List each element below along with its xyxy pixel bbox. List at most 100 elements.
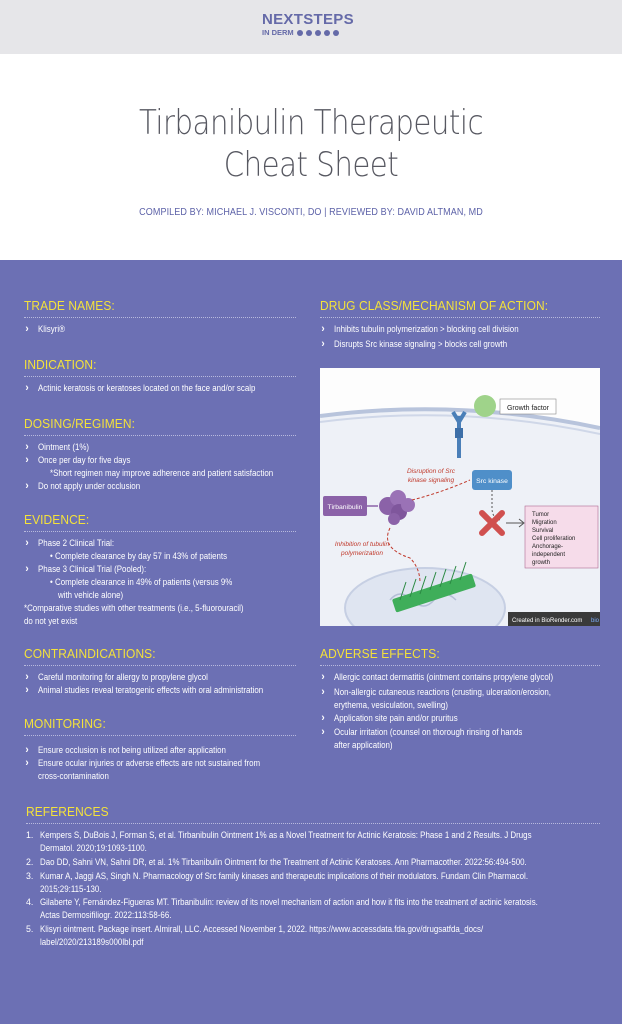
- cell-membrane: [320, 407, 600, 430]
- adverse-divider: [320, 665, 600, 666]
- evidence-item: Phase 2 Clinical Trial:: [25, 537, 114, 550]
- adverse-item: Ocular irritation (counsel on thorough r…: [321, 726, 522, 739]
- nextsteps-logo[interactable]: NEXTSTEPS IN DERM: [262, 12, 362, 44]
- evidence-subitem: • Complete clearance in 49% of patients …: [50, 577, 233, 587]
- effect-arrowhead: [518, 518, 525, 528]
- drug-class-heading: DRUG CLASS/MECHANISM OF ACTION:: [320, 298, 549, 313]
- adverse-item: Non-allergic cutaneous reactions (crusti…: [321, 686, 551, 699]
- disruption-label-2: kinase signaling: [408, 477, 455, 484]
- adverse-item-cont: after application): [334, 740, 393, 750]
- trade-names-divider: [24, 317, 296, 318]
- inhibition-label-1: Inhibition of tubulin: [335, 541, 390, 548]
- tubulin-inhibition-path: [387, 527, 421, 584]
- monitoring-divider: [24, 735, 296, 736]
- evidence-divider: [24, 531, 296, 532]
- mechanism-figure: Growth factor Src kinase Disruption of S…: [320, 368, 600, 626]
- credit-bar: [508, 612, 600, 626]
- dosing-divider: [24, 435, 296, 436]
- effect-item: Anchorage-: [532, 544, 563, 550]
- header: Tirbanibulin Therapeutic Cheat Sheet COM…: [0, 54, 622, 260]
- contraindications-divider: [24, 665, 296, 666]
- block-x-icon: [479, 510, 505, 536]
- evidence-subitem-cont: with vehicle alone): [58, 590, 124, 600]
- tirbanibulin-box: [323, 496, 367, 516]
- trade-names-heading: TRADE NAMES:: [24, 298, 115, 313]
- effect-item: growth: [532, 560, 550, 566]
- ref-number: 1.: [26, 830, 34, 840]
- page-title: Tirbanibulin Therapeutic Cheat Sheet: [44, 102, 579, 186]
- inhibition-label-2: polymerization: [340, 550, 383, 557]
- ref-number: 4.: [26, 897, 34, 907]
- receptor-icon: [451, 410, 467, 458]
- title-line-1: Tirbanibulin Therapeutic: [138, 103, 484, 143]
- logo-sub-text: IN DERM: [262, 28, 294, 37]
- effects-box: [524, 505, 599, 569]
- reference-item: Gilaberte Y, Fernández-Figueras MT. Tirb…: [40, 897, 538, 907]
- indication-heading: INDICATION:: [24, 357, 97, 372]
- credit-tag: bio: [591, 618, 600, 624]
- evidence-heading: EVIDENCE:: [24, 512, 90, 527]
- ref-number: 2.: [26, 857, 34, 867]
- logo-brand: NEXTSTEPS: [262, 11, 354, 28]
- contraindication-item: Animal studies reveal teratogenic effect…: [25, 684, 263, 697]
- evidence-subitem: • Complete clearance by day 57 in 43% of…: [50, 551, 228, 561]
- src-kinase-label: Src kinase: [476, 478, 508, 485]
- references-heading: REFERENCES: [26, 804, 109, 819]
- indication-divider: [24, 376, 296, 377]
- adverse-item: Allergic contact dermatitis (ointment co…: [321, 671, 553, 684]
- effect-item: Migration: [532, 520, 557, 526]
- top-banner: NEXTSTEPS IN DERM: [0, 0, 622, 54]
- drug-class-item: Inhibits tubulin polymerization > blocki…: [321, 323, 518, 336]
- evidence-note-cont: do not yet exist: [24, 616, 78, 626]
- effect-item: Tumor: [532, 512, 549, 518]
- src-kinase-box: [472, 470, 512, 490]
- disruption-label-1: Disruption of Src: [407, 468, 456, 475]
- monitoring-item: Ensure ocular injuries or adverse effect…: [25, 757, 260, 770]
- evidence-note: *Comparative studies with other treatmen…: [24, 603, 244, 613]
- reference-item-cont: 2015;29:115-130.: [40, 884, 102, 894]
- growth-factor-icon: [474, 395, 496, 417]
- contraindication-item: Careful monitoring for allergy to propyl…: [25, 671, 207, 684]
- reference-link[interactable]: Klisyri ointment. Package insert. Almira…: [40, 924, 484, 934]
- effect-item: independent: [532, 552, 565, 558]
- logo-sub: IN DERM: [262, 28, 362, 38]
- dosing-item: Once per day for five days: [25, 454, 130, 467]
- adverse-item: Application site pain and/or pruritus: [321, 712, 457, 725]
- microtubule-icon: [392, 561, 476, 613]
- indication-item: Actinic keratosis or keratoses located o…: [25, 382, 255, 395]
- dosing-item: Ointment (1%): [25, 441, 89, 454]
- reference-item: Kempers S, DuBois J, Forman S, et al. Ti…: [40, 830, 532, 840]
- ref-number: 3.: [26, 871, 34, 881]
- effect-item: Cell proliferation: [532, 536, 575, 542]
- reference-item: Kumar A, Jaggi AS, Singh N. Pharmacology…: [40, 871, 529, 881]
- monitoring-item: Ensure occlusion is not being utilized a…: [25, 744, 226, 757]
- mechanism-illustration: Growth factor Src kinase Disruption of S…: [320, 395, 600, 626]
- reference-link-cont[interactable]: label/2020/213189s000lbl.pdf: [40, 937, 144, 947]
- drug-class-item: Disrupts Src kinase signaling > blocks c…: [321, 338, 507, 351]
- credits-line: COMPILED BY: MICHAEL J. VISCONTI, DO | R…: [139, 206, 483, 218]
- contraindications-heading: CONTRAINDICATIONS:: [24, 646, 156, 661]
- credit-text: Created in BioRender.com: [512, 618, 582, 624]
- tirbanibulin-label: Tirbanibulin: [328, 504, 363, 511]
- title-line-2: Cheat Sheet: [223, 145, 399, 185]
- adverse-item-cont: erythema, vesiculation, swelling): [334, 700, 448, 710]
- references-divider: [26, 823, 600, 824]
- reference-item: Dao DD, Sahni VN, Sahni DR, et al. 1% Ti…: [40, 857, 527, 867]
- growth-factor-label-box: [499, 398, 557, 415]
- trade-name-item: Klisyri®: [25, 323, 65, 336]
- ref-number: 5.: [26, 924, 34, 934]
- evidence-item: Phase 3 Clinical Trial (Pooled):: [25, 563, 146, 576]
- adverse-heading: ADVERSE EFFECTS:: [320, 646, 440, 661]
- reference-item-cont: Dermatol. 2020;19:1093-1100.: [40, 843, 147, 853]
- effect-item: Survival: [532, 528, 553, 534]
- monitoring-item-cont: cross-contamination: [38, 771, 109, 781]
- logo-dots-icon: [296, 30, 339, 36]
- monitoring-heading: MONITORING:: [24, 716, 106, 731]
- tirbanibulin-molecule-icon: [379, 490, 415, 525]
- signal-path: [491, 490, 501, 521]
- dosing-item: Do not apply under occlusion: [25, 480, 140, 493]
- src-disruption-path: [411, 479, 471, 501]
- growth-factor-label: Growth factor: [507, 405, 550, 412]
- dosing-note: *Short regimen may improve adherence and…: [50, 468, 274, 478]
- dosing-heading: DOSING/REGIMEN:: [24, 416, 136, 431]
